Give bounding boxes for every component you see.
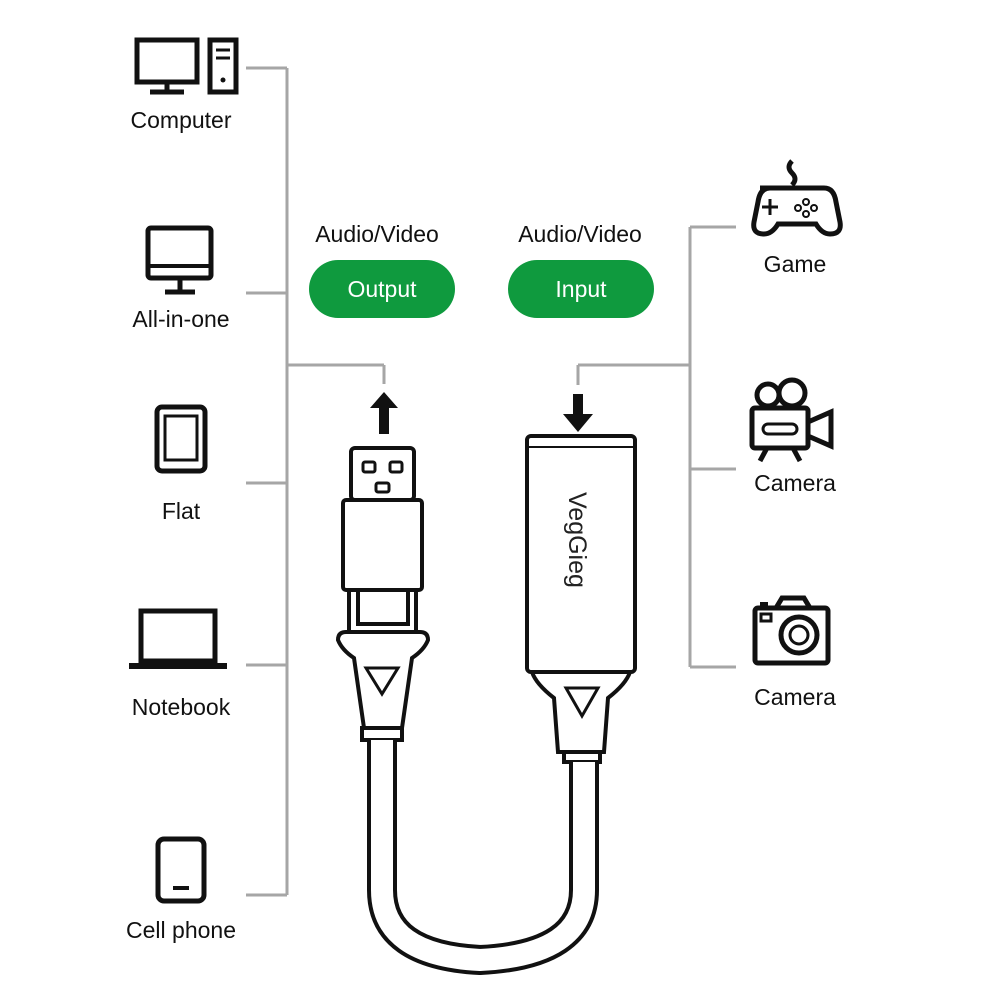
- device-label-notebook: Notebook: [131, 694, 231, 720]
- device-label-game: Game: [763, 251, 827, 277]
- device-label-video-camera: Camera: [754, 470, 836, 496]
- gamepad-icon: [751, 159, 843, 237]
- capture-device-illustration: [525, 434, 637, 764]
- cell-phone-icon: [155, 836, 207, 904]
- output-pill-label: Output: [347, 275, 417, 302]
- right-connector-lines: [576, 225, 736, 669]
- photo-camera-icon: [752, 595, 831, 666]
- device-label-all-in-one: All-in-one: [132, 306, 230, 332]
- output-pill: Output: [309, 260, 455, 318]
- usb-plug-illustration: [335, 446, 431, 742]
- usb-cable: [367, 740, 599, 976]
- device-label-photo-camera: Camera: [754, 684, 836, 710]
- input-pill: Input: [508, 260, 654, 318]
- laptop-icon: [129, 608, 227, 669]
- output-caption: Audio/Video: [315, 221, 439, 247]
- device-label-cell-phone: Cell phone: [126, 917, 236, 943]
- input-arrow-down-icon: [563, 394, 593, 432]
- video-camera-icon: [749, 377, 834, 463]
- desktop-computer-icon: [134, 37, 239, 95]
- left-connector-lines: [246, 66, 386, 897]
- device-label-computer: Computer: [130, 107, 232, 133]
- all-in-one-pc-icon: [145, 225, 214, 295]
- device-label-flat: Flat: [161, 498, 201, 524]
- tablet-icon: [154, 404, 208, 474]
- brand-label: VegGieg: [563, 492, 591, 588]
- input-pill-label: Input: [555, 275, 607, 302]
- output-arrow-up-icon: [370, 392, 398, 434]
- input-caption: Audio/Video: [518, 221, 642, 247]
